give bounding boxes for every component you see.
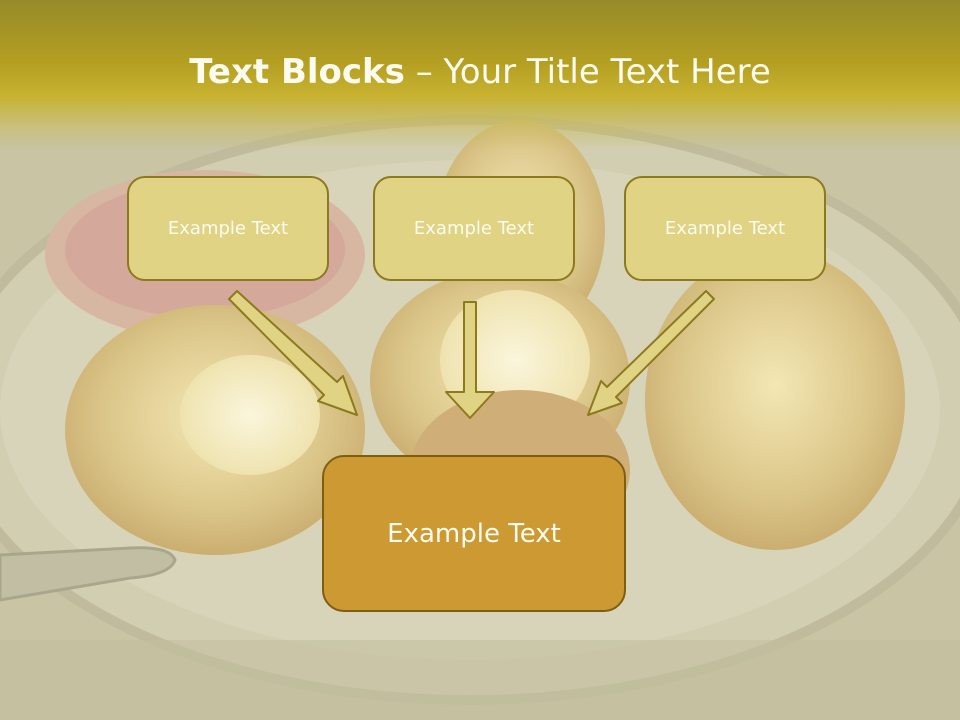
slide-title: Text Blocks – Your Title Text Here	[0, 52, 960, 92]
text-block-center[interactable]: Example Text	[373, 176, 575, 281]
title-bold: Text Blocks	[189, 52, 405, 92]
text-block-right[interactable]: Example Text	[624, 176, 826, 281]
title-rest: Your Title Text Here	[443, 52, 771, 92]
text-block-right-label: Example Text	[664, 218, 786, 239]
title-band	[0, 0, 960, 150]
text-block-left-label: Example Text	[167, 218, 289, 239]
fork	[0, 546, 177, 602]
text-block-left[interactable]: Example Text	[127, 176, 329, 281]
text-block-center-label: Example Text	[413, 218, 535, 239]
title-separator: –	[404, 52, 444, 92]
croquette-left-filling	[180, 355, 320, 475]
text-block-bottom-label: Example Text	[387, 518, 561, 549]
table-bottom	[0, 640, 960, 720]
croquette-right	[645, 250, 905, 550]
text-block-bottom[interactable]: Example Text	[322, 455, 626, 612]
